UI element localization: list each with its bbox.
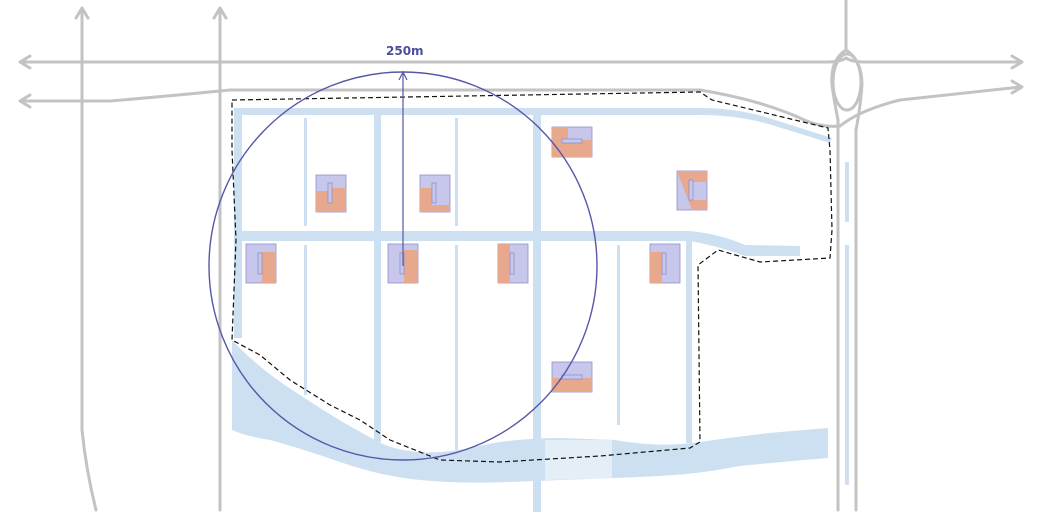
radius-arrow-icon <box>398 70 408 81</box>
road-west-vertical <box>80 10 98 512</box>
building-5 <box>245 243 277 284</box>
buildings <box>245 126 708 393</box>
canal-east-2 <box>845 245 849 485</box>
building-1 <box>315 174 347 213</box>
canal-thin-4 <box>455 245 458 450</box>
building-4 <box>676 170 708 211</box>
building-3 <box>551 126 593 158</box>
canal-col-4 <box>533 112 541 512</box>
river-lighter-patch <box>545 440 612 480</box>
road-north-lower <box>20 85 1022 128</box>
river-south <box>232 340 828 483</box>
road-arrows <box>18 6 1024 109</box>
arrow-icon <box>74 6 90 20</box>
site-boundary <box>231 91 833 463</box>
building-2 <box>419 174 451 213</box>
arrow-icon <box>18 54 32 70</box>
radius-label: 250m <box>386 44 424 58</box>
canal-east-1 <box>845 162 849 222</box>
arrow-icon <box>212 6 228 20</box>
arrow-icon <box>1010 79 1024 95</box>
canal-thin-3 <box>455 118 458 226</box>
canal-west <box>234 108 242 338</box>
canal-thin-1 <box>304 118 307 226</box>
canal-thin-2 <box>304 245 307 395</box>
canal-network <box>232 108 849 512</box>
arrow-icon <box>18 93 32 109</box>
arrow-icon <box>1010 54 1024 70</box>
road-north-upper <box>20 56 1022 64</box>
canal-thin-5 <box>617 245 620 425</box>
canal-col-2 <box>374 112 381 442</box>
building-9 <box>551 361 593 393</box>
road-network <box>20 0 1022 512</box>
roundabout <box>831 52 863 112</box>
building-8 <box>649 243 681 284</box>
building-7 <box>497 243 529 284</box>
canal-col-6 <box>686 238 692 443</box>
